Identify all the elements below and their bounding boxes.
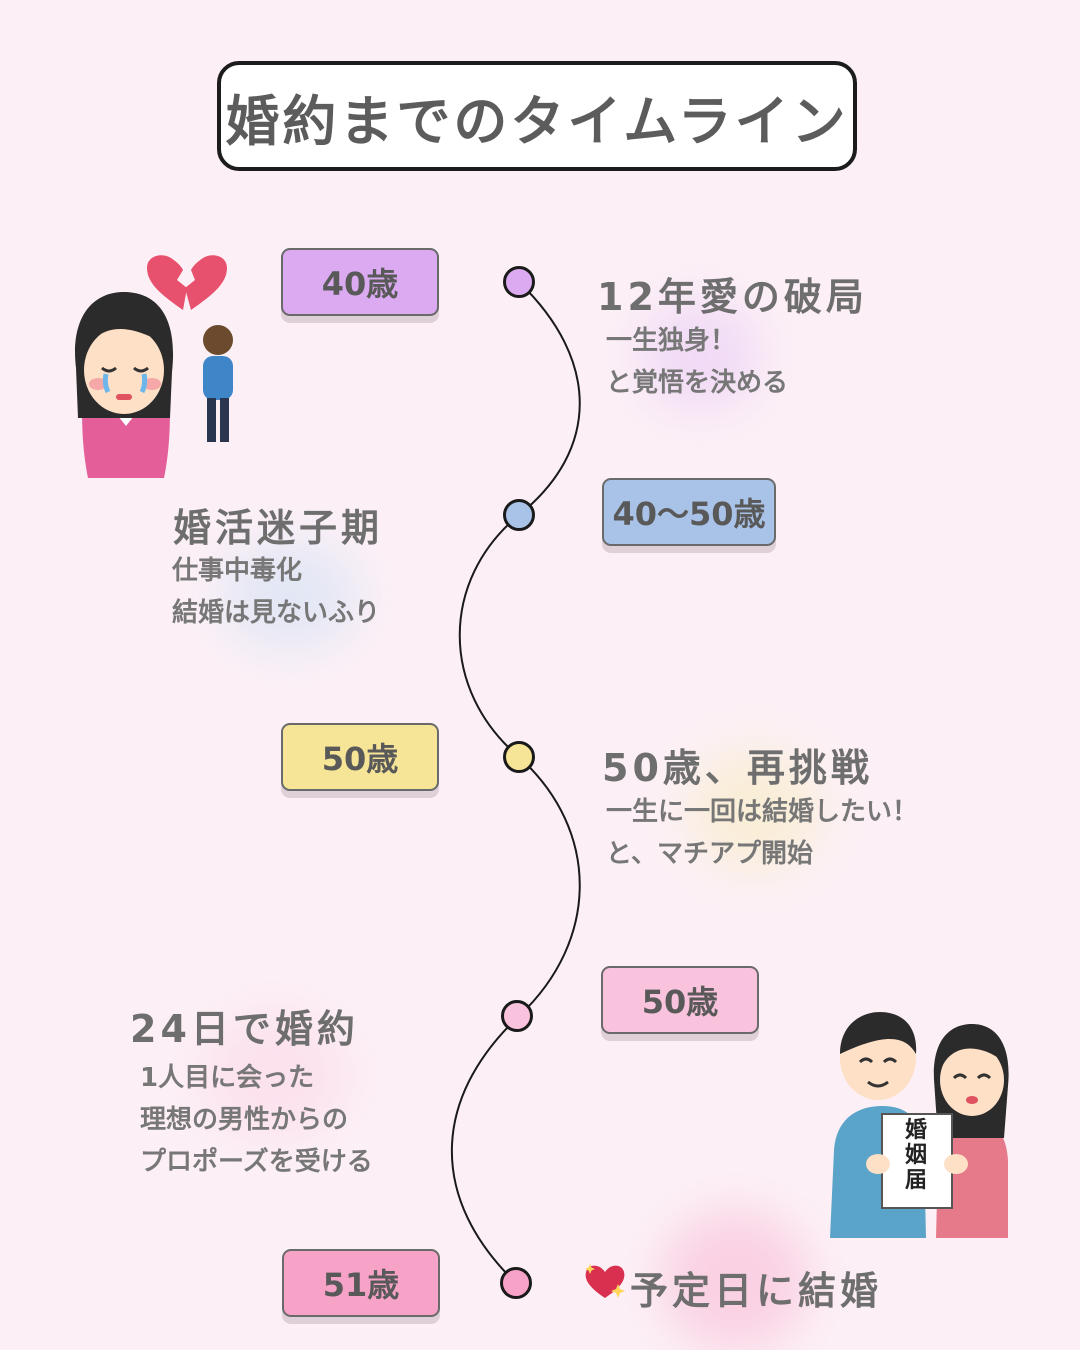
event-heading-4: 24日で婚約 <box>130 1007 359 1051</box>
event-heading-5: 予定日に結婚 <box>630 1269 883 1313</box>
broken-heart-icon <box>147 255 227 310</box>
glow <box>640 300 760 410</box>
event-desc-line: プロポーズを受ける <box>140 1147 373 1177</box>
age-badge-5: 51歳 <box>282 1249 440 1317</box>
event-desc-3: 一生に一回は結婚したい！ と、マチアプ開始 <box>606 791 918 875</box>
title-box: 婚約までのタイムライン <box>217 61 857 171</box>
event-desc-1: 一生独身！ と覚悟を決める <box>606 320 788 404</box>
event-desc-2: 仕事中毒化 結婚は見ないふり <box>172 550 380 634</box>
glow <box>200 1010 350 1140</box>
event-desc-line: 一生独身！ <box>606 326 737 356</box>
age-badge-1: 40歳 <box>281 248 439 316</box>
sparkling-heart-icon <box>585 1264 625 1298</box>
event-desc-line: と、マチアプ開始 <box>606 839 813 869</box>
glow <box>220 540 360 650</box>
event-desc-line: 1人目に会った <box>140 1063 315 1093</box>
page-title: 婚約までのタイムライン <box>225 89 849 153</box>
event-desc-line: 理想の男性からの <box>140 1105 349 1135</box>
timeline-node-2 <box>503 499 535 531</box>
event-desc-line: 仕事中毒化 <box>172 556 303 586</box>
event-desc-line: 結婚は見ないふり <box>172 598 381 628</box>
event-heading-3: 50歳、再挑戦 <box>602 746 873 790</box>
glow <box>690 750 820 870</box>
man-walking-away-illustration <box>203 325 233 442</box>
couple-marriage-form-illustration <box>830 1012 1009 1238</box>
timeline-node-1 <box>503 266 535 298</box>
event-desc-4: 1人目に会った 理想の男性からの プロポーズを受ける <box>140 1057 373 1183</box>
event-heading-1: 12年愛の破局 <box>597 275 868 319</box>
age-badge-4: 50歳 <box>601 966 759 1034</box>
glow <box>660 1210 810 1350</box>
event-heading-2: 婚活迷子期 <box>173 506 384 550</box>
age-badge-3: 50歳 <box>281 723 439 791</box>
crying-woman-illustration <box>75 292 174 478</box>
event-desc-line: と覚悟を決める <box>606 368 789 398</box>
age-badge-2: 40〜50歳 <box>602 478 776 546</box>
timeline-node-3 <box>503 741 535 773</box>
marriage-form-label: 婚姻届 <box>904 1118 927 1193</box>
event-desc-line: 一生に一回は結婚したい！ <box>606 797 919 827</box>
timeline-node-4 <box>501 1000 533 1032</box>
timeline-node-5 <box>500 1267 532 1299</box>
